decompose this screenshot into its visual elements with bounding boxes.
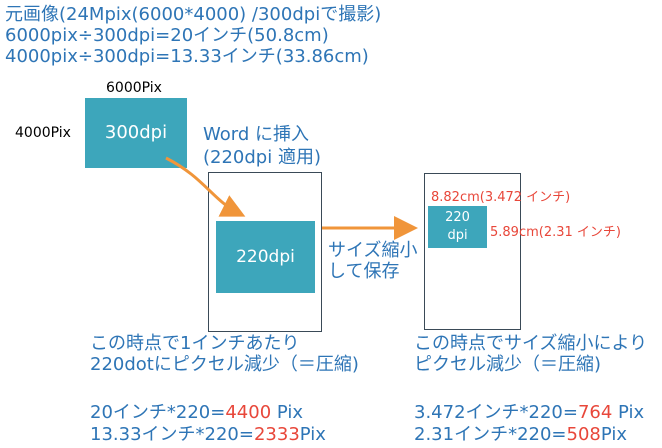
insert-line-1: Word に挿入 [203,124,309,145]
right-note-line-1: この時点でサイズ縮小により [414,333,648,354]
right-calc-2-value: 508 [566,424,601,445]
word-image-dpi-label: 220dpi [236,247,295,267]
left-calc-2-suffix: Pix [299,424,326,445]
right-note-line-2: ピクセル減少（＝圧縮) [414,354,602,375]
right-calc-2-suffix: Pix [600,424,628,445]
word-image-box: 220dpi [216,221,315,293]
intro-line-1: 元画像(24Mpix(6000*4000) /300dpiで撮影) [5,4,382,25]
original-image-box: 300dpi [85,98,187,168]
right-calc-1-suffix: Pix [612,402,645,423]
right-calc-1-prefix: 3.472インチ*220= [414,402,578,423]
right-calc-2: 2.31インチ*220=508Pix [414,424,627,445]
right-calc-1-value: 764 [577,402,613,423]
original-width-label: 6000Pix [106,80,162,96]
original-height-label: 4000Pix [15,125,71,141]
shrink-line-2: して保存 [328,261,400,282]
shrink-line-1: サイズ縮小 [328,240,418,261]
saved-document-page [424,173,521,330]
left-note-line-1: この時点で1インチあたり [90,333,300,354]
intro-line-2: 6000pix÷300dpi=20インチ(50.8cm) [5,25,329,46]
left-calc-1-suffix: Pix [271,402,303,423]
saved-height-label: 5.89cm(2.31 インチ) [490,225,621,240]
right-calc-1: 3.472インチ*220=764 Pix [414,402,644,423]
left-calc-1-value: 4400 [225,402,272,423]
left-calc-1: 20インチ*220=4400 Pix [90,402,303,423]
saved-image-dpi-unit: dpi [447,228,468,243]
left-calc-2: 13.33インチ*220=2333Pix [90,424,326,445]
saved-image-dpi-number: 220 [445,210,470,225]
left-calc-2-value: 2333 [253,424,300,445]
original-dpi-label: 300dpi [104,122,168,143]
left-calc-1-prefix: 20インチ*220= [90,402,226,423]
intro-line-3: 4000pix÷300dpi=13.33インチ(33.86cm) [5,46,369,67]
left-calc-2-prefix: 13.33インチ*220= [90,424,254,445]
left-note-line-2: 220dotにピクセル減少（＝圧縮) [90,354,359,375]
insert-line-2: (220dpi 適用) [203,147,321,168]
saved-width-label: 8.82cm(3.472 インチ) [431,190,571,205]
saved-image-box: 220 dpi [428,206,487,248]
right-calc-2-prefix: 2.31インチ*220= [414,424,567,445]
